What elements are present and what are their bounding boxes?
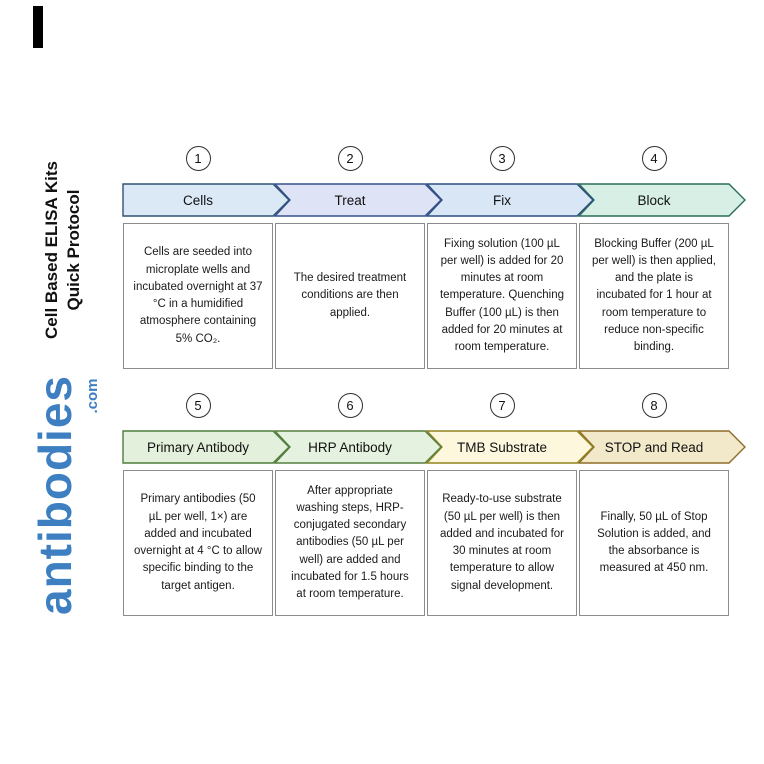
step-number: 7 [498,398,506,413]
step-stop-and-read: 8 STOP and Read Finally, 50 µL of Stop S… [577,393,746,616]
step-arrow-graphic [425,430,594,464]
step-arrow-label: Cells [182,192,213,208]
step-arrow-shape [122,183,290,217]
step-primary-antibody: 5 Primary Antibody Primary antibodies (5… [122,393,290,616]
protocol-title-line1: Cell Based ELISA Kits [42,161,61,339]
step-number-badge: 4 [641,146,667,171]
step-arrow-shape [273,183,442,217]
flow-row-1: 1 Cells Cells are seeded into microplate… [122,146,746,369]
step-arrow: Cells [122,183,290,217]
brand-logo: antibodies [28,365,86,625]
step-number: 2 [346,151,354,166]
step-number-badge: 1 [185,146,211,171]
step-description-box: After appropriate washing steps, HRP-con… [275,470,425,616]
step-arrow: HRP Antibody [273,430,442,464]
step-number: 1 [194,151,202,166]
step-description-box: The desired treatment conditions are the… [275,223,425,369]
step-arrow-graphic [273,183,442,217]
step-description: Cells are seeded into microplate wells a… [133,246,263,345]
step-arrow-graphic [122,183,290,217]
step-description-box: Finally, 50 µL of Stop Solution is added… [579,470,729,616]
step-description: Primary antibodies (50 µL per well, 1×) … [134,493,262,592]
step-fix: 3 Fix Fixing solution (100 µL per well) … [425,146,594,369]
step-cells: 1 Cells Cells are seeded into microplate… [122,146,290,369]
step-number-badge: 8 [641,393,667,418]
step-arrow-shape [577,183,746,217]
step-number-badge: 3 [489,146,515,171]
step-number: 3 [498,151,506,166]
brand-name: antibodies [29,374,81,616]
step-arrow: TMB Substrate [425,430,594,464]
step-arrow-graphic [122,430,290,464]
step-number: 8 [650,398,658,413]
step-arrow: Treat [273,183,442,217]
step-arrow-shape [273,430,442,464]
step-tmb-substrate: 7 TMB Substrate Ready-to-use substrate (… [425,393,594,616]
step-description-box: Primary antibodies (50 µL per well, 1×) … [123,470,273,616]
step-arrow-label: STOP and Read [604,439,704,455]
brand-suffix-text: .com [84,378,101,414]
step-description-box: Ready-to-use substrate (50 µL per well) … [427,470,577,616]
step-arrow-label: Treat [334,192,366,208]
flow-row-2: 5 Primary Antibody Primary antibodies (5… [122,393,746,616]
step-description: Fixing solution (100 µL per well) is add… [439,237,565,354]
step-arrow-label: Block [637,192,671,208]
step-description: Blocking Buffer (200 µL per well) is the… [591,237,716,354]
step-number-badge: 6 [337,393,363,418]
step-arrow-graphic [577,183,746,217]
step-number: 4 [650,151,658,166]
step-description-box: Cells are seeded into microplate wells a… [123,223,273,369]
step-number: 6 [346,398,354,413]
step-number-badge: 2 [337,146,363,171]
step-description: Ready-to-use substrate (50 µL per well) … [439,493,565,592]
step-description-box: Blocking Buffer (200 µL per well) is the… [579,223,729,369]
step-arrow: STOP and Read [577,430,746,464]
step-arrow-shape [122,430,290,464]
step-arrow-label: HRP Antibody [308,439,392,455]
step-arrow-shape [425,430,594,464]
step-number: 5 [194,398,202,413]
step-arrow-shape [577,430,746,464]
step-arrow-label: Fix [493,192,511,208]
step-number-badge: 7 [489,393,515,418]
protocol-title: Cell Based ELISA Kits Quick Protocol [41,135,85,365]
protocol-flow: 1 Cells Cells are seeded into microplate… [122,146,746,616]
step-description: Finally, 50 µL of Stop Solution is added… [597,510,711,575]
step-number-badge: 5 [185,393,211,418]
step-arrow-label: TMB Substrate [456,439,548,455]
step-arrow-label: Primary Antibody [146,439,250,455]
step-hrp-antibody: 6 HRP Antibody After appropriate washing… [273,393,442,616]
corner-black-bar [33,6,43,48]
step-arrow-shape [425,183,594,217]
step-arrow: Fix [425,183,594,217]
protocol-title-line2: Quick Protocol [64,189,84,311]
step-description: The desired treatment conditions are the… [293,272,407,319]
brand-suffix: .com [84,366,102,426]
step-block: 4 Block Blocking Buffer (200 µL per well… [577,146,746,369]
step-treat: 2 Treat The desired treatment conditions… [273,146,442,369]
step-description-box: Fixing solution (100 µL per well) is add… [427,223,577,369]
step-arrow-graphic [577,430,746,464]
step-arrow: Block [577,183,746,217]
step-arrow: Primary Antibody [122,430,290,464]
step-arrow-graphic [273,430,442,464]
step-description: After appropriate washing steps, HRP-con… [291,484,409,601]
step-arrow-graphic [425,183,594,217]
